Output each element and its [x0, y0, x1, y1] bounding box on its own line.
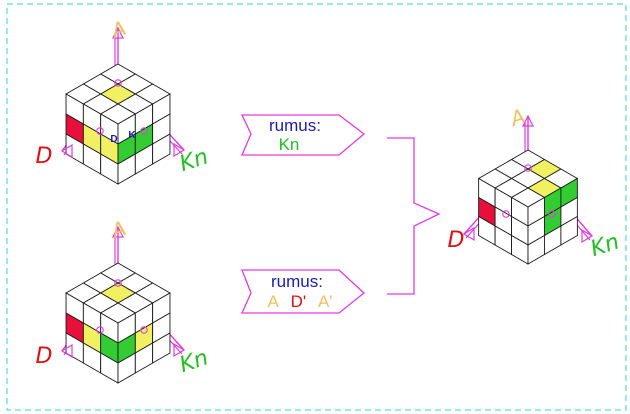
axis-center-marker: [140, 326, 148, 334]
sticker-letter: D: [110, 134, 117, 145]
label-bottom-formula: A D' A': [267, 292, 332, 311]
axis-arrowheads: [60, 26, 186, 159]
axis-label-top: A: [106, 216, 129, 244]
axis-center-marker: [114, 279, 122, 287]
axis-label-left: D: [36, 344, 53, 369]
axis-label-left: D: [36, 144, 53, 169]
axis-label-right: Kn: [588, 230, 623, 263]
label-top-formula: Kn: [279, 135, 300, 154]
cube-top-face: [477, 149, 579, 208]
cube-bottom-left: A D Kn: [36, 216, 212, 384]
label-top-arrow: rumus: Kn: [240, 114, 366, 156]
axis-center-marker: [548, 210, 556, 218]
axis-center-marker: [140, 127, 148, 135]
axis-label-top: A: [106, 16, 129, 44]
formula-part-d-prime: D': [291, 292, 307, 311]
axis-arrowheads: [462, 114, 594, 244]
sticker-letter: K: [128, 130, 136, 141]
dashed-frame: [6, 3, 627, 411]
cube-left-face: [478, 177, 529, 265]
axis-label-top: A: [505, 104, 528, 132]
label-top-heading: rumus:: [269, 116, 321, 135]
axis-center-marker: [96, 127, 104, 135]
formula-part-a: A: [267, 292, 279, 311]
label-bottom-arrow: rumus: A D' A': [240, 269, 365, 314]
right-sticker: [152, 332, 171, 364]
merge-bracket: [387, 137, 441, 295]
cube-right-face: [527, 177, 578, 265]
axis-label-left: D: [448, 228, 465, 253]
cube-result: A D Kn: [448, 104, 623, 265]
cube-right-face: [117, 93, 171, 185]
axis-center-marker: [96, 326, 104, 334]
axis-arrowheads: [60, 225, 186, 359]
axis-center-marker: [524, 164, 532, 172]
axis-label-right: Kn: [177, 145, 212, 178]
right-sticker: [152, 133, 171, 165]
axis-label-right: Kn: [177, 346, 212, 379]
cube-right-face: [117, 292, 171, 384]
formula-part-a-prime: A': [318, 292, 333, 311]
axis-center-marker: [114, 79, 122, 87]
right-sticker: [560, 215, 578, 246]
axis-center-marker: [502, 210, 510, 218]
label-bottom-heading: rumus:: [271, 272, 323, 291]
